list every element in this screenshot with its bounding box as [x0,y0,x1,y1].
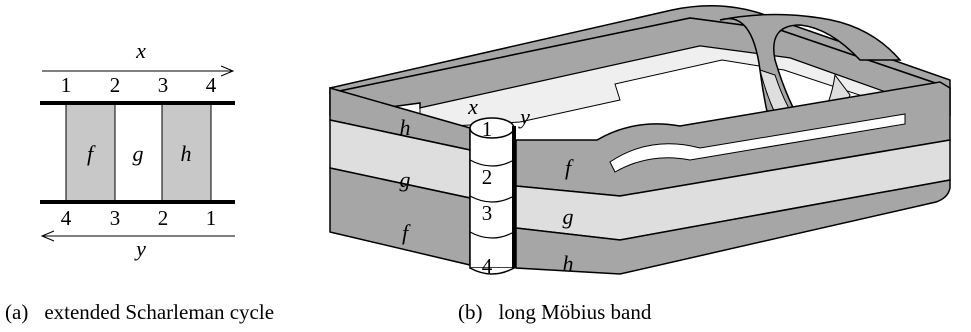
left-label-g: g [400,167,411,192]
bottom-number-2: 2 [158,206,169,230]
column-number-3: 3 [482,201,493,225]
cylinder-ring-3 [469,231,515,239]
label-x: x [467,94,478,119]
right-label-f: f [565,155,574,180]
cylinder-ring-2 [469,195,515,203]
cell-f [66,103,115,202]
cylinder-bottom [469,267,515,275]
right-label-h: h [563,251,574,276]
left-label-f: f [402,220,411,245]
caption-b-text: long Möbius band [498,300,652,324]
panel-b: 1 2 3 4 x y h g f f g h [329,5,951,278]
top-number-2: 2 [110,73,121,97]
caption-a: (a) extended Scharleman cycle [5,300,274,325]
caption-a-text: extended Scharleman cycle [44,300,275,324]
column-number-4: 4 [482,254,493,278]
column-number-2: 2 [482,165,493,189]
figure: x 1 2 3 4 f g h 4 3 2 1 y [40,5,951,278]
label-y: y [518,104,530,129]
panel-a: x 1 2 3 4 f g h 4 3 2 1 y [40,38,235,261]
bottom-number-3: 3 [110,206,121,230]
bottom-number-1: 1 [206,206,217,230]
cylinder-body [469,127,515,269]
caption-b-tag: (b) [458,300,483,324]
column-number-1: 1 [482,117,493,141]
cell-label-h: h [181,141,192,166]
top-number-3: 3 [158,73,169,97]
inner-hole [609,113,906,173]
top-arrowhead [220,65,235,77]
right-label-g: g [563,204,574,229]
cell-label-f: f [87,141,96,166]
top-number-1: 1 [61,73,72,97]
cell-h [162,103,211,202]
bottom-number-4: 4 [61,206,72,230]
caption-b: (b) long Möbius band [458,300,651,325]
cell-label-g: g [133,141,144,166]
bottom-arrow-label: y [134,236,146,261]
top-number-4: 4 [206,73,217,97]
cylinder-ring-1 [469,159,515,167]
left-label-h: h [400,115,411,140]
twist-strip [719,13,902,151]
right-band-h [515,179,951,275]
top-arrow-label: x [135,38,146,63]
bottom-arrowhead [40,230,55,242]
caption-a-tag: (a) [5,300,29,324]
